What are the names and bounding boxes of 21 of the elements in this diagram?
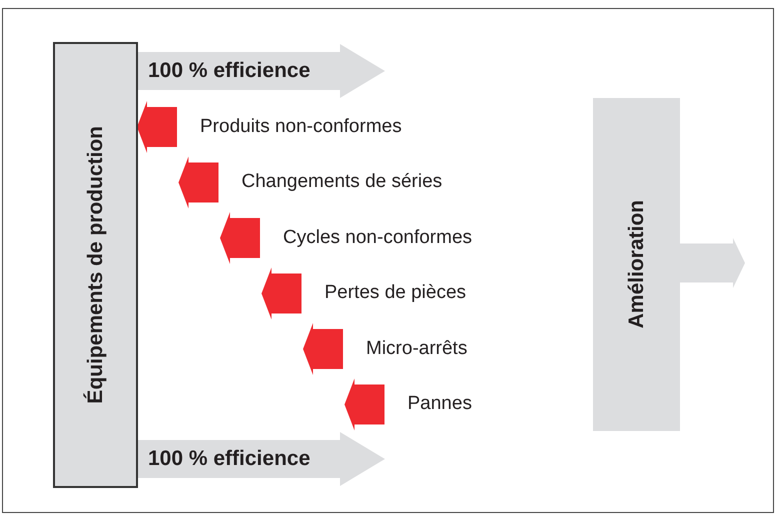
- block-arrow: [262, 268, 302, 320]
- loss-label: Produits non-conformes: [200, 114, 402, 139]
- equipment-box: [53, 42, 138, 488]
- block-arrow: [303, 323, 343, 375]
- loss-label: Changements de séries: [242, 170, 442, 194]
- loss-label: Pannes: [408, 392, 472, 416]
- improvement-box: [593, 98, 680, 431]
- block-arrow: [137, 101, 177, 153]
- box-title: Amélioration: [624, 200, 649, 329]
- block-arrow: [138, 432, 385, 486]
- loss-label: Micro-arrêts: [366, 336, 468, 361]
- arrow-label: 100 % efficience: [148, 60, 310, 81]
- block-arrow: [220, 212, 260, 264]
- loss-label: Cycles non-conformes: [283, 226, 472, 250]
- loss-label: Pertes de pièces: [324, 281, 466, 306]
- block-arrow: [344, 378, 384, 430]
- block-arrow: [178, 156, 218, 208]
- block-arrow: [680, 238, 745, 288]
- arrow-label: 100 % efficience: [148, 448, 310, 469]
- box-title: Équipements de production: [82, 126, 108, 404]
- block-arrow: [138, 44, 385, 98]
